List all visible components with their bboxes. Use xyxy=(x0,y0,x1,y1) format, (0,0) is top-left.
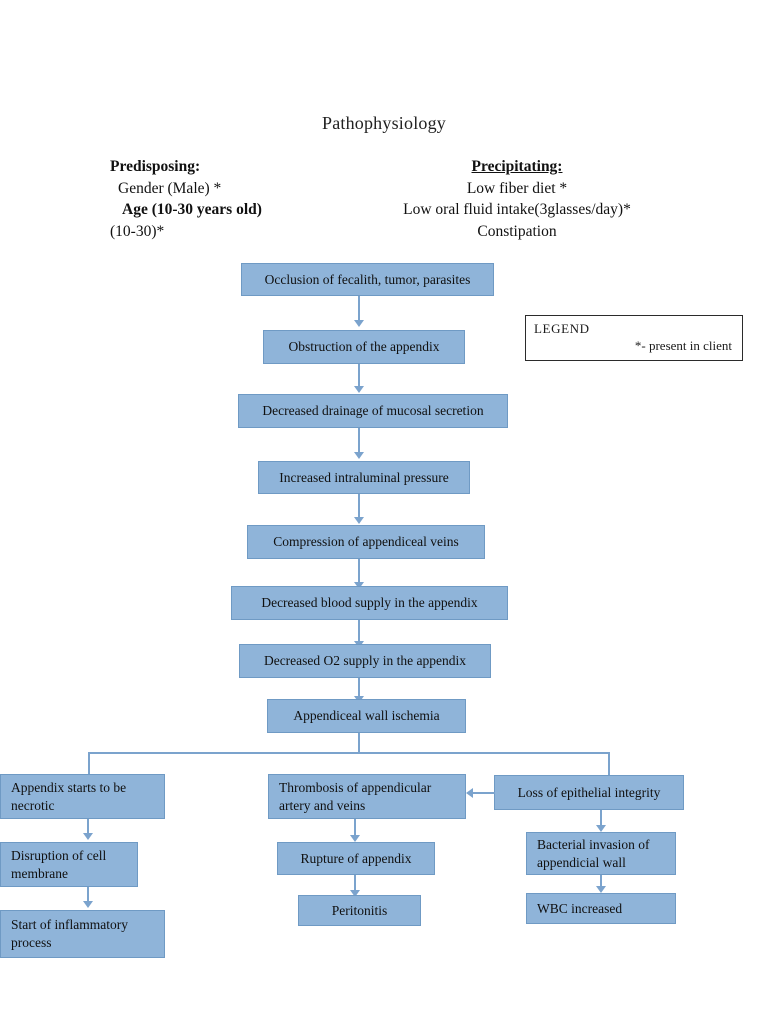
node-occlusion[interactable]: Occlusion of fecalith, tumor, parasites xyxy=(241,263,494,296)
predisposing-line-3: (10-30)* xyxy=(110,222,165,240)
arrow-thrombosis-rupture-icon xyxy=(350,835,360,842)
connector-occlusion-obstruction xyxy=(358,296,360,321)
node-compression[interactable]: Compression of appendiceal veins xyxy=(247,525,485,559)
connector-epithelial-thrombosis xyxy=(472,792,495,794)
node-inflammatory-label: Start of inflammatory process xyxy=(11,917,128,950)
node-thrombosis-label: Thrombosis of appendicular artery and ve… xyxy=(279,779,432,813)
node-drainage[interactable]: Decreased drainage of mucosal secretion xyxy=(238,394,508,428)
node-necrotic-label: Appendix starts to be necrotic xyxy=(11,779,127,813)
connector-drainage-pressure xyxy=(358,428,360,453)
node-epithelial[interactable]: Loss of epithelial integrity xyxy=(494,775,684,810)
legend-item-present-in-client: *- present in client xyxy=(634,338,732,353)
node-ischemia[interactable]: Appendiceal wall ischemia xyxy=(267,699,466,733)
node-thrombosis[interactable]: Thrombosis of appendicular artery and ve… xyxy=(268,774,466,819)
node-o2-supply-label: Decreased O2 supply in the appendix xyxy=(263,653,467,668)
node-wbc-label: WBC increased xyxy=(537,900,623,916)
connector-compression-blood-supply xyxy=(358,559,360,583)
connector-o2-supply-ischemia xyxy=(358,678,360,697)
node-disruption[interactable]: Disruption of cell membrane xyxy=(0,842,138,887)
arrow-compression-blood-supply-icon xyxy=(354,582,364,589)
node-blood-supply-label: Decreased blood supply in the appendix xyxy=(261,595,478,610)
node-necrotic[interactable]: Appendix starts to be necrotic xyxy=(0,774,165,819)
node-compression-label: Compression of appendiceal veins xyxy=(273,534,459,549)
arrow-epithelial-bacterial-icon xyxy=(596,825,606,832)
predisposing-heading: Predisposing: xyxy=(110,158,201,175)
arrow-disruption-inflammatory-icon xyxy=(83,901,93,908)
precipitating-heading: Precipitating: xyxy=(471,158,563,175)
precipitating-line-1: Low fiber diet * xyxy=(466,179,568,197)
connector-necrotic-disruption xyxy=(87,819,89,834)
arrow-necrotic-disruption-icon xyxy=(83,833,93,840)
node-ischemia-label: Appendiceal wall ischemia xyxy=(293,708,440,723)
arrow-epithelial-thrombosis-icon xyxy=(466,788,473,798)
node-inflammatory[interactable]: Start of inflammatory process xyxy=(0,910,165,958)
node-rupture-label: Rupture of appendix xyxy=(300,850,412,866)
node-blood-supply[interactable]: Decreased blood supply in the appendix xyxy=(231,586,508,620)
predisposing-factors: Predisposing: Gender (Male) * Age (10-30… xyxy=(110,156,360,242)
node-drainage-label: Decreased drainage of mucosal secretion xyxy=(262,403,484,418)
node-rupture[interactable]: Rupture of appendix xyxy=(277,842,435,875)
connector-fork-left-drop xyxy=(88,752,90,777)
arrow-bacterial-wbc-icon xyxy=(596,886,606,893)
arrow-obstruction-drainage-icon xyxy=(354,386,364,393)
connector-blood-supply-o2-supply xyxy=(358,620,360,642)
connector-thrombosis-rupture xyxy=(354,819,356,836)
connector-obstruction-drainage xyxy=(358,364,360,387)
node-peritonitis-label: Peritonitis xyxy=(331,902,388,918)
precipitating-factors: Precipitating: Low fiber diet * Low oral… xyxy=(372,156,662,242)
connector-fork-bar xyxy=(88,752,610,754)
node-bacterial[interactable]: Bacterial invasion of appendicial wall xyxy=(526,832,676,875)
predisposing-line-2: Age (10-30 years old) xyxy=(122,201,262,218)
arrow-pressure-compression-icon xyxy=(354,517,364,524)
connector-bacterial-wbc xyxy=(600,875,602,887)
legend-title: LEGEND xyxy=(534,321,590,336)
node-epithelial-label: Loss of epithelial integrity xyxy=(517,784,661,800)
arrow-occlusion-obstruction-icon xyxy=(354,320,364,327)
precipitating-line-3: Constipation xyxy=(477,222,557,240)
node-obstruction-label: Obstruction of the appendix xyxy=(288,339,440,354)
node-bacterial-label: Bacterial invasion of appendicial wall xyxy=(537,836,650,870)
node-o2-supply[interactable]: Decreased O2 supply in the appendix xyxy=(239,644,491,678)
node-pressure[interactable]: Increased intraluminal pressure xyxy=(258,461,470,494)
connector-disruption-inflammatory xyxy=(87,887,89,902)
arrow-rupture-peritonitis-icon xyxy=(350,890,360,897)
connector-rupture-peritonitis xyxy=(354,875,356,891)
predisposing-line-1: Gender (Male) * xyxy=(118,179,222,197)
connector-pressure-compression xyxy=(358,494,360,518)
connector-fork-right-drop xyxy=(608,752,610,777)
node-wbc[interactable]: WBC increased xyxy=(526,893,676,924)
node-peritonitis[interactable]: Peritonitis xyxy=(298,895,421,926)
arrow-drainage-pressure-icon xyxy=(354,452,364,459)
node-obstruction[interactable]: Obstruction of the appendix xyxy=(263,330,465,364)
connector-ischemia-fork-stem xyxy=(358,733,360,753)
node-occlusion-label: Occlusion of fecalith, tumor, parasites xyxy=(264,271,471,287)
node-pressure-label: Increased intraluminal pressure xyxy=(279,469,449,485)
node-disruption-label: Disruption of cell membrane xyxy=(11,847,107,881)
page-title: Pathophysiology xyxy=(321,113,446,133)
connector-epithelial-bacterial xyxy=(600,810,602,826)
legend-box: LEGEND *- present in client xyxy=(525,315,743,361)
precipitating-line-2: Low oral fluid intake(3glasses/day)* xyxy=(403,201,631,218)
